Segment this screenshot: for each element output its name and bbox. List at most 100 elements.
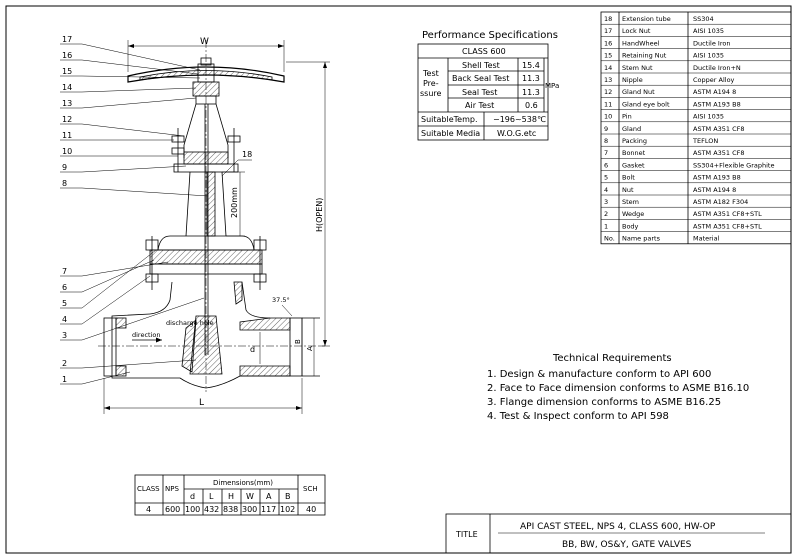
- height-dimension-label: H(OPEN): [315, 198, 324, 232]
- perf-row-3-value: 0.6: [525, 101, 538, 110]
- parts-table-material: AISI 1035: [693, 52, 724, 60]
- dims-col-l: L: [209, 492, 214, 501]
- dims-value-a: 117: [261, 505, 276, 514]
- perf-temp-label: SuitableTemp.: [421, 115, 478, 124]
- parts-table-no: 17: [604, 27, 612, 35]
- dims-col-d: d: [190, 492, 195, 501]
- dims-value-b: 102: [280, 505, 295, 514]
- direction-label: direction: [132, 331, 161, 339]
- balloon-number: 5: [62, 299, 67, 308]
- perf-class: CLASS 600: [462, 47, 506, 56]
- dims-value-nps: 600: [165, 505, 180, 514]
- balloon-leader-line: [81, 297, 205, 341]
- perf-row-3-name: Air Test: [465, 101, 494, 110]
- parts-table-name: Body: [622, 222, 639, 230]
- parts-table-material: Ductile Iron+N: [693, 64, 741, 72]
- title-line-1: API CAST STEEL, NPS 4, CLASS 600, HW-OP: [520, 522, 716, 532]
- dims-value-h: 838: [223, 505, 238, 514]
- parts-table-no: 9: [604, 125, 608, 133]
- balloon-leader-line: [81, 75, 201, 79]
- bore-label: d: [250, 345, 255, 354]
- parts-table-name: Pin: [622, 113, 632, 121]
- balloon-number: 2: [62, 359, 67, 368]
- parts-table-name: Stem: [622, 198, 639, 206]
- parts-table-material: ASTM A193 B8: [693, 174, 741, 182]
- balloon-number: 3: [62, 331, 67, 340]
- parts-table-frame: [600, 11, 792, 245]
- dims-col-a: A: [266, 492, 272, 501]
- tech-item-4: 4. Test & Inspect conform to API 598: [487, 411, 669, 422]
- parts-table-name: Gland: [622, 125, 641, 133]
- parts-table-no: 10: [604, 113, 612, 121]
- parts-table-no: 14: [604, 64, 612, 72]
- parts-table-no: 3: [604, 198, 608, 206]
- parts-table-name: Gland Nut: [622, 88, 655, 96]
- perf-media-label: Suitable Media: [421, 129, 480, 138]
- parts-table-material: TEFLON: [692, 137, 718, 145]
- balloon-leader-line: [81, 249, 157, 309]
- balloon-leader-line: [81, 87, 197, 93]
- balloon-number: 16: [62, 51, 72, 60]
- dims-col-h: H: [228, 492, 234, 501]
- balloon-number: 12: [62, 115, 72, 124]
- dimensions-table: CLASS NPS Dimensions(mm) SCH d L H W A B…: [134, 474, 326, 516]
- parts-table-name: HandWheel: [622, 39, 660, 47]
- perf-test-label-1: Test: [422, 69, 439, 78]
- tech-item-2: 2. Face to Face dimension conforms to AS…: [487, 383, 749, 394]
- balloon-number: 10: [62, 147, 72, 156]
- balloon-leader-line: [81, 187, 209, 197]
- parts-table-material: ASTM A194 8: [693, 88, 736, 96]
- parts-table-no: 8: [604, 137, 608, 145]
- parts-table-no: 15: [604, 52, 612, 60]
- perf-temp-value: −196~538℃: [493, 115, 546, 124]
- parts-table-no: 7: [604, 149, 608, 157]
- parts-table-material: Copper Alloy: [693, 76, 735, 84]
- tech-item-1: 1. Design & manufacture conform to API 6…: [487, 369, 711, 380]
- parts-table-name: Packing: [622, 137, 647, 145]
- parts-table-material: ASTM A351 CF8+STL: [693, 210, 762, 218]
- parts-table-no: 4: [604, 186, 608, 194]
- title-line-2: BB, BW, OS&Y, GATE VALVES: [562, 540, 692, 550]
- balloon-number: 14: [62, 83, 72, 92]
- parts-table-name: Gasket: [622, 161, 645, 169]
- parts-table-material: Ductile Iron: [693, 39, 730, 47]
- balloon-18: 18: [242, 150, 252, 159]
- chamfer-label: 37.5°: [272, 296, 290, 304]
- technical-requirements: Technical Requirements 1. Design & manuf…: [487, 353, 749, 422]
- dims-header-nps: NPS: [165, 485, 179, 493]
- perf-row-1-name: Back Seal Test: [452, 74, 509, 83]
- tech-item-3: 3. Flange dimension conforms to ASME B16…: [487, 397, 721, 408]
- title-block: TITLE API CAST STEEL, NPS 4, CLASS 600, …: [445, 513, 792, 554]
- perf-test-label-2: Pre-: [423, 79, 439, 88]
- balloon-leader-line: [81, 371, 131, 385]
- balloon-leader-line: [81, 123, 185, 137]
- parts-table-name: Bonnet: [622, 149, 646, 157]
- parts-table-no: 11: [604, 100, 612, 108]
- dims-value-w: 300: [242, 505, 257, 514]
- balloon-leader-line: [81, 59, 199, 75]
- perf-row-0-name: Shell Test: [462, 61, 500, 70]
- parts-table-name: Retaining Nut: [622, 52, 667, 60]
- perf-title: Performance Specifications: [422, 30, 558, 41]
- parts-table-name: Nipple: [622, 76, 643, 84]
- balloon-number: 4: [62, 315, 67, 324]
- parts-table-no: 16: [604, 39, 612, 47]
- parts-table-no: 5: [604, 174, 608, 182]
- title-label: TITLE: [455, 530, 478, 539]
- dims-value-l: 432: [204, 505, 219, 514]
- performance-specifications: Performance Specifications CLASS 600 Tes…: [417, 30, 559, 141]
- sheet-border: [5, 5, 792, 554]
- parts-table-no: 13: [604, 76, 612, 84]
- parts-table-material: ASTM A193 B8: [693, 100, 741, 108]
- balloon-number: 7: [62, 267, 67, 276]
- parts-table-material: Material: [693, 235, 720, 243]
- dims-header-class: CLASS: [137, 485, 160, 493]
- dims-value-sch: 40: [306, 505, 316, 514]
- parts-table-name: Nut: [622, 186, 634, 194]
- dims-value-class: 4: [146, 505, 151, 514]
- perf-row-2-name: Seal Test: [462, 88, 497, 97]
- parts-table-no: 2: [604, 210, 608, 218]
